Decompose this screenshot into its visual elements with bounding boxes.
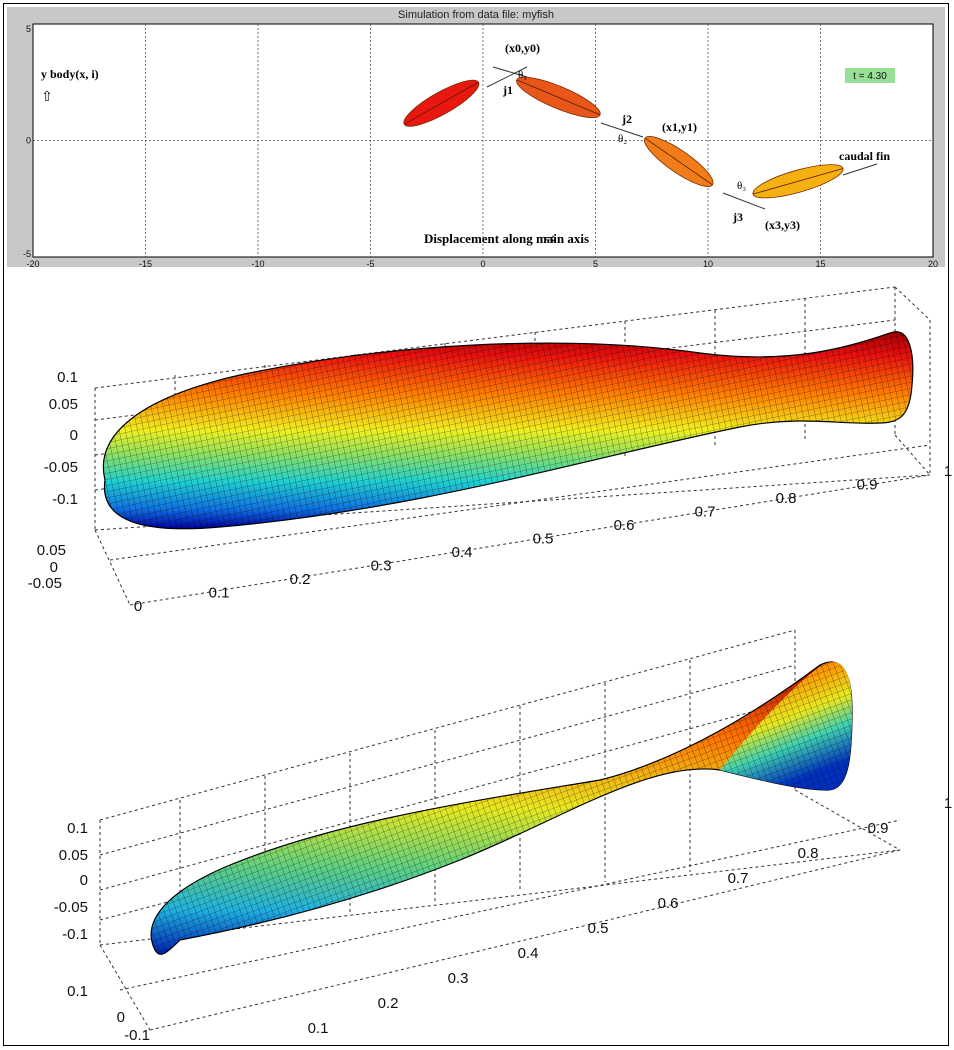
y-tick-label: 0 <box>26 136 31 146</box>
time-badge-text: t = 4.30 <box>853 71 887 82</box>
window-title: Simulation from data file: myfish <box>398 9 554 21</box>
joint-line-2 <box>600 122 644 138</box>
y-tick-label: -5 <box>23 249 31 259</box>
z-tick-label: 0.1 <box>57 369 78 386</box>
y-tick-label: 0 <box>117 1009 125 1026</box>
x-tick-label: 15 <box>815 259 825 267</box>
x-tick-label: 0.9 <box>868 820 889 837</box>
x-tick-label: -5 <box>366 259 374 267</box>
x-tick-label: 20 <box>928 259 938 267</box>
z-tick-label: -0.05 <box>54 899 88 916</box>
x-tick-label: -15 <box>139 259 152 267</box>
x-tick-label: 0.6 <box>614 517 635 534</box>
joint-line-3 <box>722 192 766 210</box>
fish-segments <box>403 76 844 199</box>
x-tick-label: 0.3 <box>371 558 392 575</box>
x-tick-label: 0.8 <box>776 490 797 507</box>
y-tick-label: 0 <box>50 559 58 576</box>
y-tick-label: 0.05 <box>37 542 66 559</box>
y-tick-label: 0.1 <box>67 983 88 1000</box>
y-axis-label: y body(x, i) <box>41 67 99 81</box>
x-tick-label: 0.4 <box>518 945 539 962</box>
segment-axis-3 <box>644 137 713 186</box>
z-tick-label: 0.05 <box>49 396 78 413</box>
joint-label-j3: j3 <box>732 210 743 224</box>
x-tick-label: 0 <box>480 259 485 267</box>
z-tick-label: 0.1 <box>67 820 88 837</box>
joint-line-1b <box>486 66 528 88</box>
x-tick-label: 5 <box>593 259 598 267</box>
x-tick-label: 1 <box>944 795 952 812</box>
x-tick-label: 0.7 <box>695 504 716 521</box>
surface-plot-top: 0.10.050-0.05-0.10.050-0.0500.10.20.30.4… <box>28 286 952 615</box>
x-axis-label: Displacement along main axis <box>424 231 589 246</box>
theta-1-label: θ₁ <box>518 69 527 81</box>
simulation-plot: -20 -15 -10 -5 0 5 10 15 20 5 0 -5 t = 4.30 y body(… <box>23 23 938 267</box>
x-tick-label: 0.7 <box>728 870 749 887</box>
x-tick-label: 0.4 <box>452 544 473 561</box>
x-tick-label: 0.3 <box>448 970 469 987</box>
x-tick-label: -20 <box>26 259 39 267</box>
point-label-x0y0: (x0,y0) <box>505 41 540 55</box>
point-label-x3y3: (x3,y3) <box>765 218 800 232</box>
x-tick-label: 0.5 <box>588 920 609 937</box>
z-tick-label: 0 <box>70 427 78 444</box>
axis-tick-labels-top: 0.10.050-0.05-0.10.050-0.0500.10.20.30.4… <box>28 369 952 615</box>
joint-line-1a <box>492 66 528 78</box>
x-tick-label: 0.1 <box>308 1020 329 1037</box>
y-tick-label: -0.1 <box>124 1027 150 1040</box>
joint-lines <box>486 66 878 210</box>
x-tick-label: 0.9 <box>857 477 878 494</box>
x-tick-label: 0.1 <box>209 585 230 602</box>
time-badge <box>845 68 895 83</box>
y-tick-label: 5 <box>26 24 31 34</box>
caudal-fin-label: caudal fin <box>839 149 890 163</box>
theta-3-label: θ₃ <box>737 180 746 192</box>
segment-axis-2 <box>516 79 601 116</box>
z-tick-label: -0.05 <box>44 459 78 476</box>
fin-pointer <box>842 163 878 176</box>
segment-axis-4 <box>752 168 844 195</box>
tick-labels: -20 -15 -10 -5 0 5 10 15 20 5 0 -5 <box>23 24 938 267</box>
theta-2-label: θ₂ <box>618 133 627 145</box>
surface-mesh-bottom <box>151 662 852 955</box>
z-tick-label: -0.1 <box>52 491 78 508</box>
x-tick-label: 0.6 <box>658 895 679 912</box>
x-tick-label: -10 <box>251 259 264 267</box>
x-tick-label: 10 <box>703 259 713 267</box>
simulation-window: Simulation from data file: myfish -20 -15… <box>7 7 945 267</box>
z-tick-label: 0 <box>80 872 88 889</box>
x-tick-label: 0.2 <box>290 571 311 588</box>
x-tick-label: 0.2 <box>378 995 399 1012</box>
right-arrow-icon: ⇨ <box>545 230 557 246</box>
z-tick-label: 0.05 <box>59 847 88 864</box>
grid-lines <box>33 24 933 257</box>
x-tick-label: 0.5 <box>533 531 554 548</box>
joint-label-j2: j2 <box>621 112 632 126</box>
x-tick-label: 0.8 <box>798 845 819 862</box>
joint-label-j1: j1 <box>502 83 513 97</box>
up-arrow-icon: ⇧ <box>41 88 53 104</box>
z-tick-label: -0.1 <box>62 926 88 943</box>
y-tick-label: -0.05 <box>28 575 62 592</box>
x-tick-label: 1 <box>944 463 952 480</box>
surface-mesh-top <box>103 331 913 529</box>
x-tick-label: 0 <box>134 598 142 615</box>
segment-axis-1 <box>404 81 479 125</box>
point-label-x1y1: (x1,y1) <box>662 120 697 134</box>
